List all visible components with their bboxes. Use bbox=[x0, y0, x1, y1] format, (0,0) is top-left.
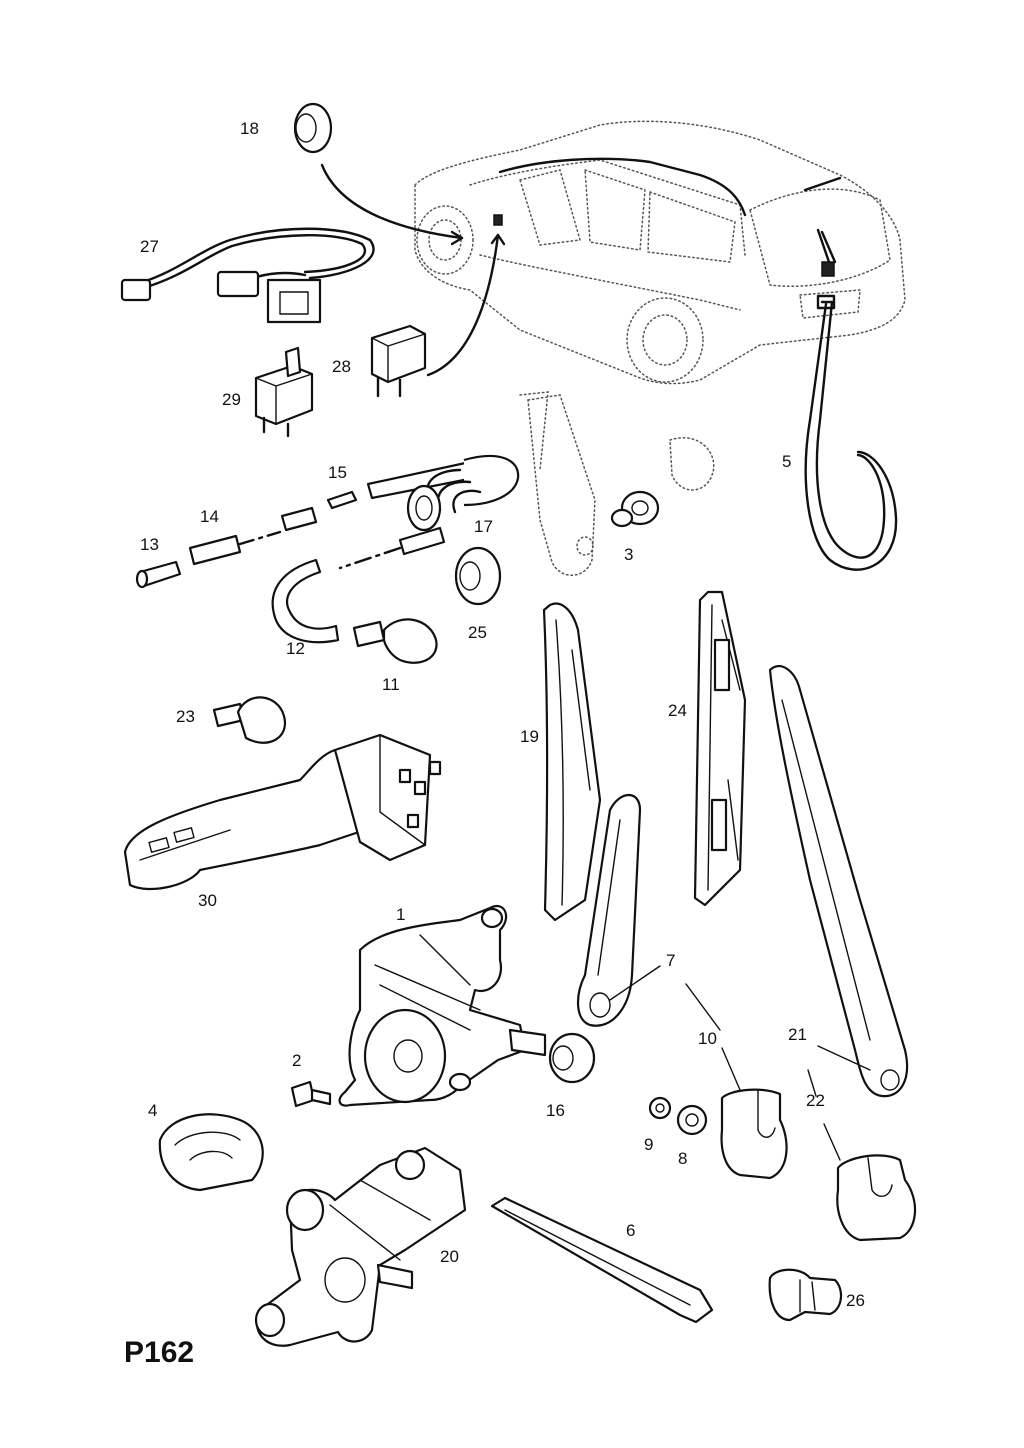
callout-15: 15 bbox=[328, 463, 347, 482]
part-16-grommet bbox=[548, 1032, 596, 1084]
leader-10b bbox=[721, 1047, 741, 1091]
callout-27: 27 bbox=[140, 237, 159, 256]
part-5-rubber-strip bbox=[804, 294, 898, 571]
part-13-connector bbox=[135, 560, 182, 589]
callout-17: 17 bbox=[474, 517, 493, 536]
callout-11: 11 bbox=[382, 675, 400, 694]
part-28-relay bbox=[370, 324, 427, 398]
callout-21: 21 bbox=[788, 1025, 807, 1044]
callout-2: 2 bbox=[292, 1051, 301, 1070]
arrow-28-to-car bbox=[426, 233, 500, 377]
callout-24: 24 bbox=[668, 701, 687, 720]
part-11-washer-nozzle bbox=[352, 618, 438, 664]
part-1-wiper-motor bbox=[338, 905, 547, 1107]
callout-labels: 18 27 28 29 15 14 17 13 3 5 25 12 11 23 … bbox=[140, 119, 865, 1310]
page-code: P162 bbox=[124, 1336, 194, 1369]
callout-30: 30 bbox=[198, 891, 217, 910]
part-24-rear-wiper-blade bbox=[693, 590, 747, 907]
part-20-wiper-motor-bracket bbox=[254, 1146, 467, 1347]
leader-7 bbox=[609, 965, 661, 1001]
part-9-washer bbox=[648, 1096, 672, 1120]
part-6-weatherstrip bbox=[490, 1196, 714, 1324]
part-29-relay bbox=[254, 346, 314, 438]
part-15-connector bbox=[326, 490, 358, 510]
part-14-hose bbox=[188, 506, 318, 566]
callout-14: 14 bbox=[200, 507, 219, 526]
part-27-wiring-harness bbox=[120, 227, 375, 324]
callout-26: 26 bbox=[846, 1291, 865, 1310]
part-21-wiper-arm bbox=[768, 665, 909, 1098]
part-22-cover bbox=[836, 1154, 917, 1242]
callout-19: 19 bbox=[520, 727, 539, 746]
leader-21 bbox=[817, 1045, 871, 1071]
callout-20: 20 bbox=[440, 1247, 459, 1266]
callout-28: 28 bbox=[332, 357, 351, 376]
leader-22 bbox=[807, 1069, 817, 1097]
part-10-cover bbox=[720, 1088, 788, 1180]
leader-10 bbox=[685, 983, 721, 1031]
arrow-18-to-car bbox=[320, 163, 464, 240]
callout-10: 10 bbox=[698, 1029, 717, 1048]
part-18-grommet bbox=[293, 102, 333, 154]
part-4-tape-roll bbox=[158, 1113, 264, 1192]
callout-22: 22 bbox=[806, 1091, 825, 1110]
car-illustration bbox=[414, 120, 906, 385]
part-2-bolt bbox=[290, 1080, 332, 1108]
part-3-nut-and-washer bbox=[519, 391, 715, 576]
leader-22b bbox=[823, 1123, 841, 1161]
callout-9: 9 bbox=[644, 1135, 653, 1154]
callout-16: 16 bbox=[546, 1101, 565, 1120]
callout-29: 29 bbox=[222, 390, 241, 409]
callout-5: 5 bbox=[782, 452, 791, 471]
part-17-hose-and-grommet bbox=[366, 455, 520, 556]
callout-6: 6 bbox=[626, 1221, 635, 1240]
callout-3: 3 bbox=[624, 545, 633, 564]
part-7-wiper-arm bbox=[577, 793, 642, 1027]
callout-23: 23 bbox=[176, 707, 195, 726]
callout-1: 1 bbox=[396, 905, 405, 924]
part-26-clip bbox=[768, 1268, 843, 1322]
callout-7: 7 bbox=[666, 951, 675, 970]
part-12-hose bbox=[271, 546, 402, 644]
callout-8: 8 bbox=[678, 1149, 687, 1168]
callout-18: 18 bbox=[240, 119, 259, 138]
part-25-grommet bbox=[454, 546, 502, 606]
part-30-wiper-stalk-switch bbox=[123, 733, 442, 891]
part-23-washer-nozzle bbox=[212, 696, 287, 744]
callout-13: 13 bbox=[140, 535, 159, 554]
part-19-rear-wiper-blade bbox=[542, 602, 602, 922]
callout-4: 4 bbox=[148, 1101, 157, 1120]
callout-12: 12 bbox=[286, 639, 305, 658]
part-8-nut bbox=[676, 1104, 708, 1136]
callout-25: 25 bbox=[468, 623, 487, 642]
